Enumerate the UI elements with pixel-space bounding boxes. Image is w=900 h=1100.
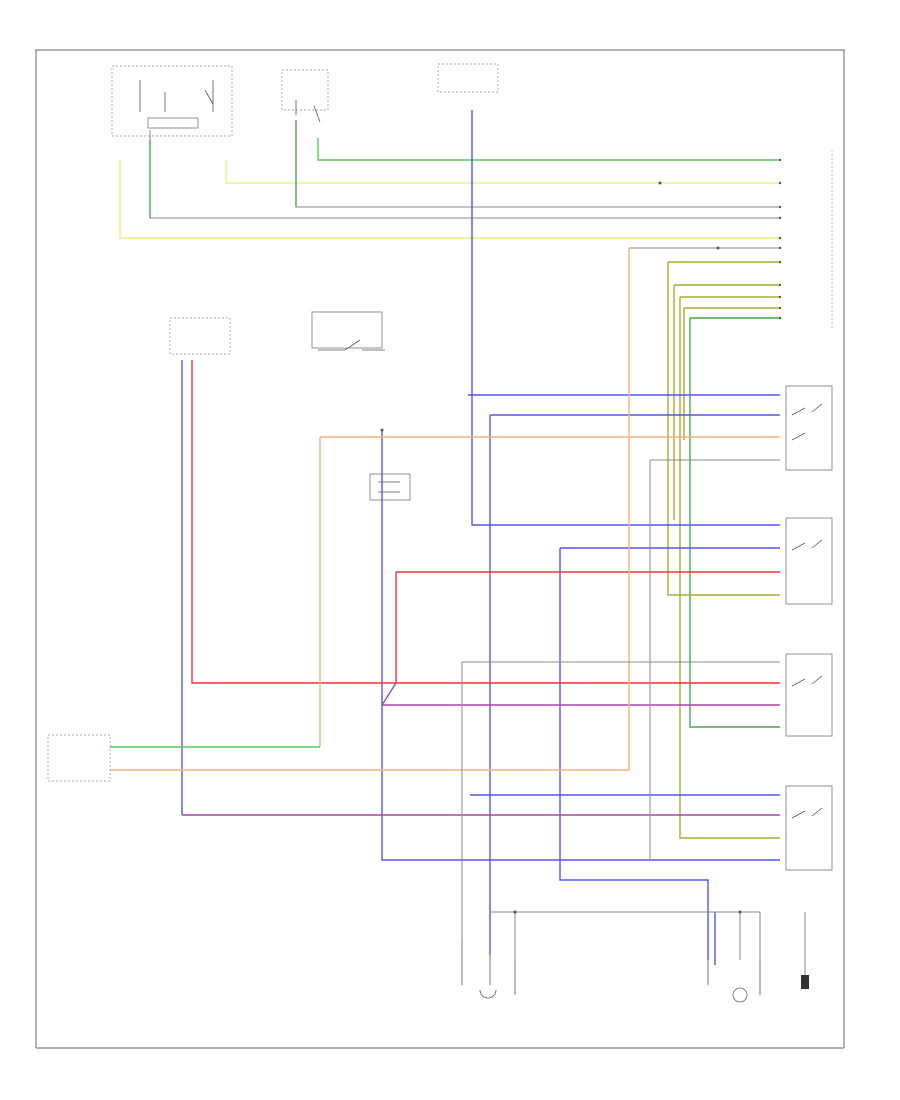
wire-gray-top xyxy=(149,130,780,770)
bottom-component-1 xyxy=(461,940,516,999)
hot-fuse-block-mid xyxy=(169,317,231,355)
wire-blue xyxy=(181,110,780,965)
relay-block-1 xyxy=(111,65,233,137)
wire-orange xyxy=(110,248,780,771)
hot-in-switch xyxy=(311,311,385,351)
right-component-2 xyxy=(785,517,833,605)
hot-fuse-block-top xyxy=(437,63,499,93)
wire-green-top xyxy=(317,138,780,161)
left-module xyxy=(47,734,111,782)
bottom-component-3 xyxy=(801,975,809,989)
relay-block-2 xyxy=(281,69,329,123)
diagram-frame xyxy=(35,49,845,1049)
right-component-1 xyxy=(785,385,833,471)
bottom-component-2 xyxy=(707,960,761,1003)
right-component-3 xyxy=(785,653,833,737)
wire-red xyxy=(191,360,780,684)
terminal-dots xyxy=(380,158,782,914)
wire-olive xyxy=(667,261,780,839)
wire-dkgreen xyxy=(149,120,780,728)
relay-small xyxy=(369,473,411,501)
wire-magenta xyxy=(182,682,780,816)
wire-yellow-top xyxy=(119,160,780,239)
right-component-4 xyxy=(785,785,833,871)
wire-gray-lower xyxy=(461,459,806,975)
